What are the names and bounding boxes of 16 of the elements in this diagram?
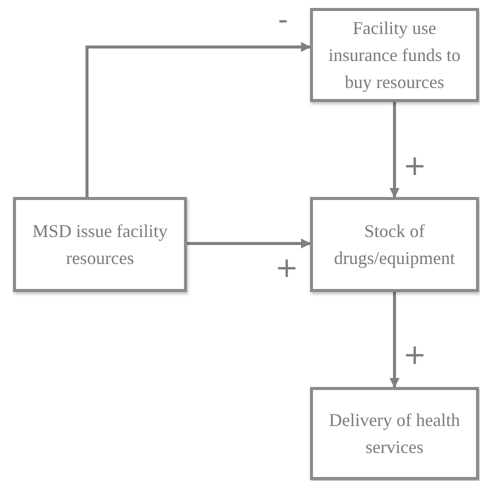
- arrow: [390, 102, 400, 198]
- process-box: [13, 197, 187, 292]
- arrow: [187, 238, 311, 248]
- process-box: [310, 197, 479, 292]
- process-box: [310, 387, 479, 480]
- arrow: [390, 292, 400, 388]
- polarity-sign: +: [403, 341, 426, 369]
- box-text: Facility use insurance funds to buy resources: [328, 16, 462, 94]
- box-text: Stock of drugs/equipment: [333, 220, 456, 270]
- polarity-sign: +: [403, 152, 426, 180]
- polarity-sign: +: [275, 254, 298, 282]
- arrow: [86, 42, 311, 197]
- box-text: Delivery of health services: [328, 408, 461, 458]
- polarity-sign: -: [278, 6, 288, 34]
- box-text: MSD issue facility resources: [32, 220, 168, 270]
- process-box: [310, 8, 479, 102]
